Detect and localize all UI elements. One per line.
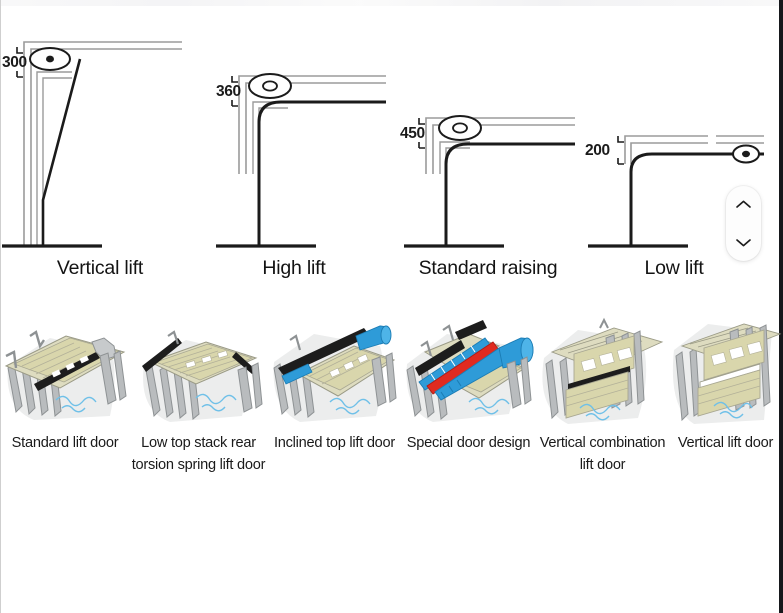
lift-diagram-label-low-lift: Low lift	[644, 257, 704, 279]
special-door-design-illustration	[401, 312, 536, 430]
door-type-card-vertical-combination-lift-door[interactable]: Vertical combination lift door	[534, 312, 671, 502]
vertical-combination-lift-door-illustration	[534, 312, 671, 430]
chevron-up-icon[interactable]	[735, 199, 752, 210]
chevron-down-icon[interactable]	[735, 237, 752, 248]
inclined-top-lift-door-illustration	[268, 312, 401, 430]
dimension-value-360: 360	[216, 83, 241, 100]
door-type-caption: Vertical lift door	[677, 435, 774, 451]
door-type-card-standard-lift-door[interactable]: Standard lift door	[0, 312, 130, 502]
lift-diagram-high-lift[interactable]: 360 High lift	[196, 14, 392, 282]
standard-lift-door-illustration	[0, 312, 130, 430]
low-lift-drawing: 200	[585, 14, 764, 248]
high-lift-drawing: 360	[196, 14, 392, 248]
top-edge-wash	[0, 0, 783, 6]
lift-diagram-vertical-lift[interactable]: 300 Vertical lift	[2, 14, 198, 282]
door-type-card-special-door-design[interactable]: Special door design	[401, 312, 536, 502]
low-top-stack-rear-torsion-spring-lift-door-illustration	[130, 312, 267, 430]
door-type-card-inclined-top-lift-door[interactable]: Inclined top lift door	[268, 312, 401, 502]
door-type-caption: Special door design	[406, 435, 531, 451]
lift-diagram-label-standard-raising: Standard raising	[418, 257, 558, 279]
vertical-lift-drawing: 300	[2, 14, 198, 248]
dimension-value-200: 200	[585, 142, 610, 159]
door-type-caption: Low top stack rear torsion spring lift d…	[131, 435, 266, 473]
door-gallery-section: Standard lift door	[0, 312, 782, 502]
lift-diagram-standard-raising[interactable]: 450 Standard raising	[390, 14, 586, 282]
lift-diagrams-section: 300 Vertical lift	[0, 14, 764, 282]
dimension-value-300: 300	[2, 54, 27, 71]
left-page-border	[0, 0, 1, 613]
right-page-border	[779, 0, 783, 613]
lift-diagram-label-high-lift: High lift	[262, 257, 326, 279]
vertical-lift-door-illustration	[668, 312, 783, 430]
door-type-caption: Vertical combination lift door	[539, 435, 666, 473]
door-type-card-low-top-stack-rear-torsion-spring-lift-door[interactable]: Low top stack rear torsion spring lift d…	[130, 312, 267, 502]
standard-raising-drawing: 450	[390, 14, 586, 248]
lift-diagram-label-vertical-lift: Vertical lift	[56, 257, 144, 279]
door-type-caption: Standard lift door	[11, 435, 119, 451]
scroll-control[interactable]	[726, 186, 761, 261]
lift-diagram-low-lift[interactable]: 200 Low lift	[585, 14, 764, 282]
door-type-card-vertical-lift-door[interactable]: Vertical lift door	[668, 312, 783, 502]
door-type-caption: Inclined top lift door	[273, 435, 396, 451]
dimension-value-450: 450	[400, 125, 425, 142]
